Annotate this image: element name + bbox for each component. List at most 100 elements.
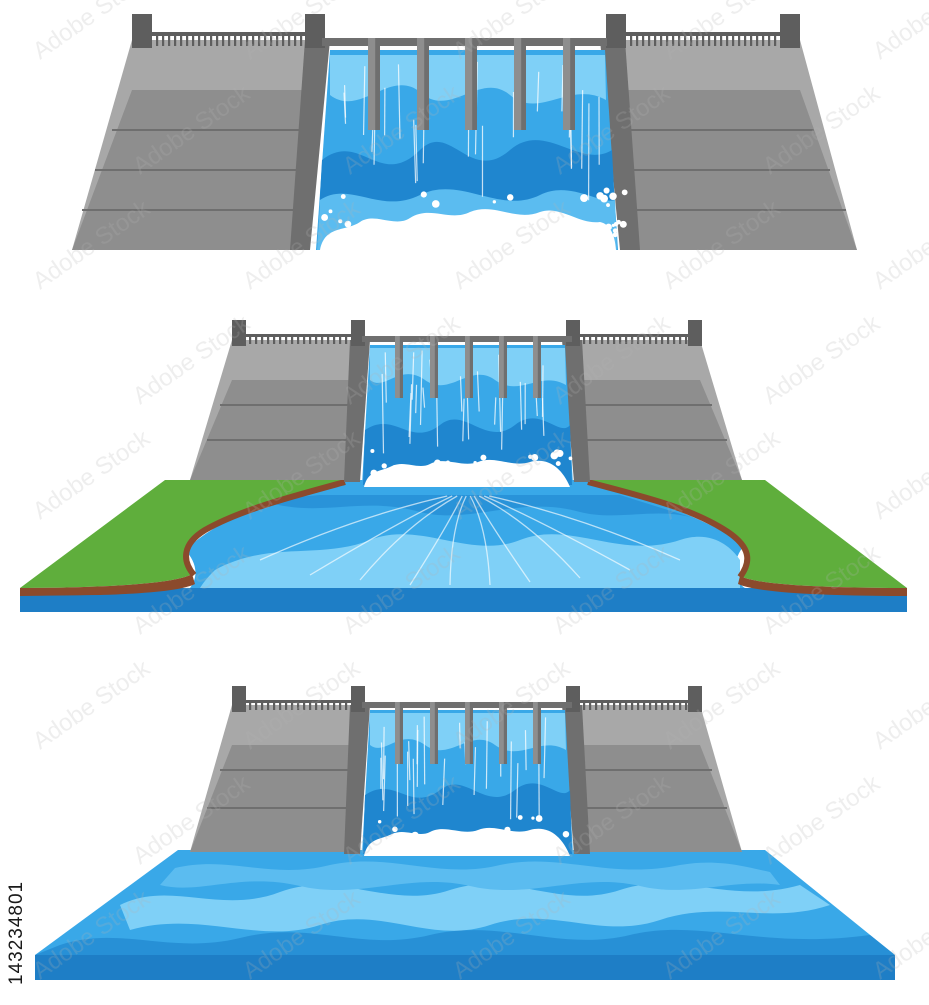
railing-baluster bbox=[679, 700, 681, 710]
foam-droplet bbox=[432, 200, 440, 208]
railing-baluster bbox=[267, 700, 269, 710]
foam-droplet bbox=[446, 461, 450, 465]
railing-baluster bbox=[186, 32, 188, 46]
railing-baluster bbox=[255, 700, 257, 710]
railing-baluster bbox=[228, 32, 230, 46]
railing-baluster bbox=[768, 32, 770, 46]
railing-baluster bbox=[309, 334, 311, 344]
watermark-text: Adobe Stock bbox=[868, 0, 929, 65]
watermark-text: Adobe Stock bbox=[758, 309, 886, 410]
foam-droplet bbox=[496, 837, 501, 842]
foam-droplet bbox=[605, 224, 612, 231]
railing-baluster bbox=[732, 32, 734, 46]
railing-baluster bbox=[162, 32, 164, 46]
foam-droplet bbox=[600, 195, 608, 203]
foam-droplet bbox=[404, 838, 409, 843]
foam-droplet bbox=[392, 465, 396, 469]
railing-baluster bbox=[649, 700, 651, 710]
railing-baluster bbox=[744, 32, 746, 46]
railing-baluster bbox=[589, 700, 591, 710]
railing-baluster bbox=[583, 700, 585, 710]
foam-droplet bbox=[480, 455, 486, 461]
railing-baluster bbox=[210, 32, 212, 46]
railing-baluster bbox=[291, 334, 293, 344]
railing-baluster bbox=[679, 334, 681, 344]
water-streak bbox=[525, 730, 526, 770]
watermark-text: Adobe Stock bbox=[868, 884, 929, 985]
railing-baluster bbox=[636, 32, 638, 46]
railing-baluster bbox=[315, 334, 317, 344]
foam-droplet bbox=[556, 461, 561, 466]
railing-baluster bbox=[198, 32, 200, 46]
railing-baluster bbox=[279, 334, 281, 344]
foam-droplet bbox=[569, 457, 573, 461]
foam-droplet bbox=[421, 191, 427, 197]
railing-baluster bbox=[655, 700, 657, 710]
railing-baluster bbox=[222, 32, 224, 46]
railing-baluster bbox=[300, 32, 302, 46]
foam-droplet bbox=[531, 816, 534, 819]
railing-baluster bbox=[648, 32, 650, 46]
watermark-text: Adobe Stock bbox=[868, 654, 929, 755]
gate-pillar-shade bbox=[470, 336, 473, 398]
railing-baluster bbox=[673, 334, 675, 344]
railing-baluster bbox=[261, 334, 263, 344]
foam-droplet bbox=[541, 832, 547, 838]
gate-pillar-shade bbox=[504, 336, 507, 398]
foam-droplet bbox=[548, 466, 555, 473]
foam-droplet bbox=[370, 449, 374, 453]
railing-baluster bbox=[255, 334, 257, 344]
dam-middle bbox=[20, 320, 907, 612]
railing-baluster bbox=[631, 700, 633, 710]
railing-baluster bbox=[619, 700, 621, 710]
water-streak bbox=[384, 727, 385, 779]
foam-droplet bbox=[507, 194, 514, 201]
railing-baluster bbox=[654, 32, 656, 46]
railing-baluster bbox=[661, 700, 663, 710]
foam-droplet bbox=[466, 842, 470, 846]
railing-baluster bbox=[285, 334, 287, 344]
railing-baluster bbox=[333, 334, 335, 344]
railing-baluster bbox=[595, 700, 597, 710]
gate-pillar-shade bbox=[521, 38, 526, 130]
railing-baluster bbox=[726, 32, 728, 46]
railing-baluster bbox=[720, 32, 722, 46]
foam-droplet bbox=[580, 194, 588, 202]
railing-baluster bbox=[601, 700, 603, 710]
railing-baluster bbox=[303, 334, 305, 344]
railing-baluster bbox=[339, 334, 341, 344]
foam-droplet bbox=[531, 837, 537, 843]
foam-droplet bbox=[606, 203, 610, 207]
watermark-text: Adobe Stock bbox=[658, 654, 786, 755]
railing-baluster bbox=[583, 334, 585, 344]
railing-baluster bbox=[192, 32, 194, 46]
railing-baluster bbox=[601, 334, 603, 344]
gate-pillar-shade bbox=[538, 336, 541, 398]
gate-pillar-shade bbox=[375, 38, 380, 130]
railing-baluster bbox=[607, 334, 609, 344]
foam-droplet bbox=[536, 815, 543, 822]
foam-droplet bbox=[504, 827, 510, 833]
railing-baluster bbox=[180, 32, 182, 46]
water-streak bbox=[424, 717, 425, 785]
foam-droplet bbox=[604, 188, 610, 194]
railing-baluster bbox=[637, 700, 639, 710]
railing-baluster bbox=[234, 32, 236, 46]
railing-baluster bbox=[345, 700, 347, 710]
stock-id-label: 143234801 bbox=[6, 765, 32, 985]
gate-pillar-shade bbox=[570, 38, 575, 130]
railing-baluster bbox=[589, 334, 591, 344]
railing-baluster bbox=[261, 700, 263, 710]
gate-pillar-shade bbox=[400, 702, 403, 764]
railing-baluster bbox=[249, 700, 251, 710]
railing-baluster bbox=[750, 32, 752, 46]
foam-droplet bbox=[370, 470, 377, 477]
foam-droplet bbox=[609, 193, 616, 200]
railing-baluster bbox=[339, 700, 341, 710]
foam-droplet bbox=[473, 461, 476, 464]
railing-baluster bbox=[156, 32, 158, 46]
railing-baluster bbox=[756, 32, 758, 46]
foam-droplet bbox=[620, 221, 627, 228]
railing-baluster bbox=[667, 700, 669, 710]
